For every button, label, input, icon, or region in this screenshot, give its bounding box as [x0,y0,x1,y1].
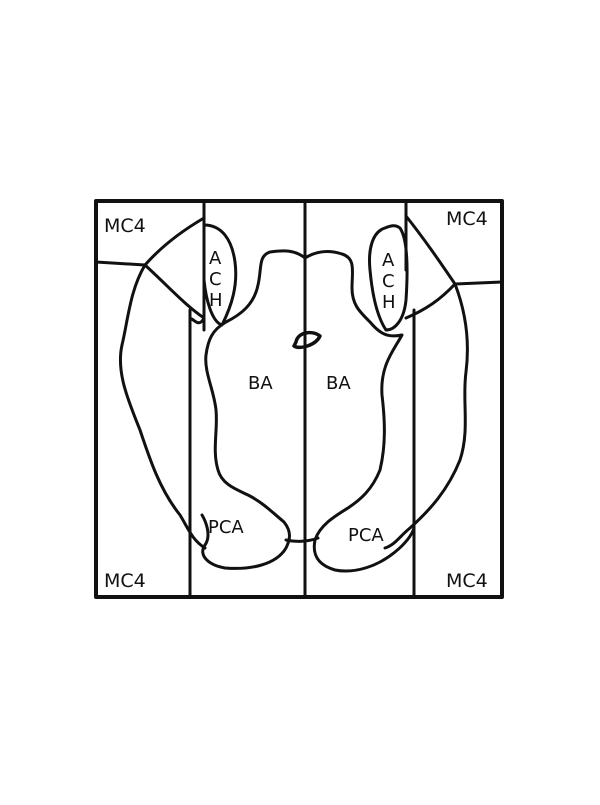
label-pca-left: PCA [208,517,244,538]
left-horizontal-boundary [94,260,147,267]
left-ba-pca-outline [200,249,307,570]
center-vessel-icon [292,330,322,350]
label-ach-left-h: H [209,290,223,311]
left-diagonal-boundary [143,216,206,267]
label-ach-right-c: C [382,271,395,292]
label-mc4-bottom-left: MC4 [104,570,146,592]
outer-frame [94,199,504,599]
right-diagonal-boundary [404,214,457,286]
label-mc4-bottom-right: MC4 [446,570,488,592]
label-ach-left-a: A [209,248,222,269]
label-ach-left-c: C [209,269,222,290]
left-ach-region [202,223,238,327]
label-ach-right-a: A [382,250,395,271]
label-ba-left: BA [248,373,273,394]
right-outer-lobe [383,282,469,550]
right-ba-pca-outline [303,249,416,573]
label-pca-right: PCA [348,525,384,546]
label-mc4-top-right: MC4 [446,208,488,230]
label-ach-right-h: H [382,292,396,313]
label-ba-right: BA [326,373,351,394]
label-mc4-top-left: MC4 [104,215,146,237]
right-inner-diagonal [404,282,457,320]
pca-connector [284,536,320,543]
right-horizontal-boundary [453,280,504,286]
left-outer-lobe [118,263,207,550]
right-ach-region [368,224,409,332]
